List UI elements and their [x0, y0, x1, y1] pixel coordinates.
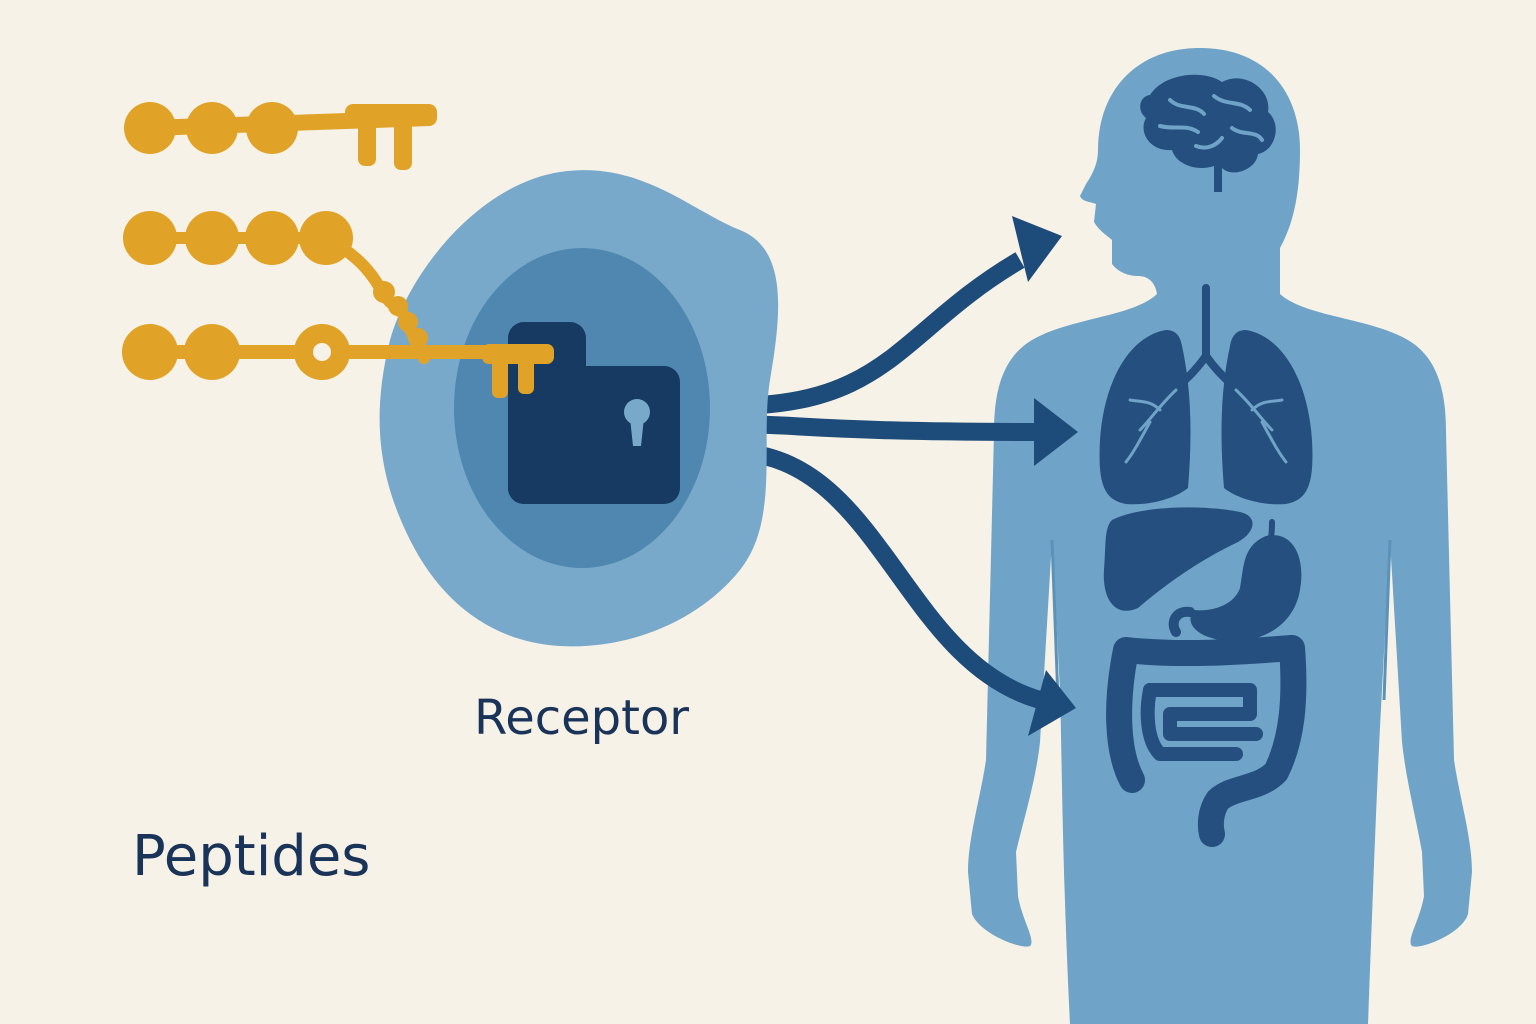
intestines-icon — [1106, 635, 1307, 847]
peptide-chains — [122, 102, 554, 398]
brain-icon — [1140, 74, 1276, 192]
receptor-label: Receptor — [474, 690, 690, 746]
arrow-to-intestines — [729, 443, 1043, 709]
padlock-icon — [508, 322, 680, 504]
arrow-heads — [1012, 216, 1078, 736]
arrow-to-lungs — [729, 415, 1041, 441]
stomach-icon — [1168, 519, 1302, 642]
peptide-chain-1 — [124, 102, 437, 170]
arrowhead-intestines — [1028, 670, 1076, 736]
peptides-label: Peptides — [132, 824, 371, 889]
arrowhead-lungs — [1034, 398, 1078, 466]
lungs-icon — [1099, 284, 1313, 505]
arrow-to-brain — [729, 252, 1025, 415]
peptide-chain-3 — [122, 324, 554, 398]
arrowhead-brain — [1012, 216, 1062, 282]
peptide-chain-2 — [123, 211, 430, 364]
receptor-cell — [379, 170, 779, 647]
liver-icon — [1103, 507, 1253, 611]
